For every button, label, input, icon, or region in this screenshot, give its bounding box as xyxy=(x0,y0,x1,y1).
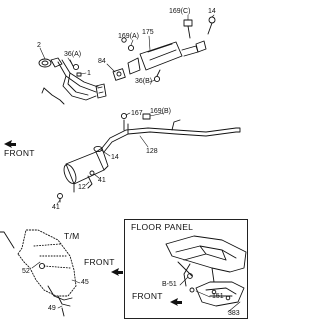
floor-panel-frame xyxy=(124,219,248,319)
front-label-3: FRONT xyxy=(132,291,163,301)
callout-151: 151 xyxy=(212,293,224,300)
hanger-167 xyxy=(120,112,128,120)
exhaust-system-diagram xyxy=(0,14,247,317)
callout-12: 12 xyxy=(78,184,86,191)
front-label-2: FRONT xyxy=(84,257,115,267)
callout-49: 49 xyxy=(48,305,56,312)
callout-2: 2 xyxy=(37,42,41,49)
callout-175: 175 xyxy=(142,29,154,36)
callout-167: 167 xyxy=(131,110,143,117)
callout-36a: 36(A) xyxy=(64,51,82,58)
floor-panel-label: FLOOR PANEL xyxy=(131,222,194,232)
nut-1 xyxy=(76,72,82,77)
callout-14-top: 14 xyxy=(208,8,216,15)
rubber-12 xyxy=(87,175,93,189)
callout-1: 1 xyxy=(87,70,91,77)
clamp-14-mid xyxy=(93,145,103,153)
front-exhaust-pipe xyxy=(38,57,107,105)
bolt-36a xyxy=(69,59,80,71)
front-arrow-2 xyxy=(111,268,123,276)
tail-pipe xyxy=(101,119,241,153)
callout-169a: 169(A) xyxy=(118,33,140,40)
catalytic-converter xyxy=(121,37,207,75)
leader-lines xyxy=(31,14,241,313)
nut-41-left xyxy=(57,193,63,203)
floor-panel-inset xyxy=(165,235,247,307)
callout-41-left: 41 xyxy=(52,204,60,211)
gasket-84 xyxy=(112,68,126,81)
callout-52: 52 xyxy=(22,268,30,275)
hanger-169c xyxy=(183,19,193,39)
callout-14-mid: 14 xyxy=(111,154,119,161)
callout-128: 128 xyxy=(146,148,158,155)
callout-36b: 36(B) xyxy=(135,78,153,85)
front-arrow-3 xyxy=(170,298,182,306)
callout-383: 383 xyxy=(228,310,240,317)
callout-41-right: 41 xyxy=(98,177,106,184)
callout-45: 45 xyxy=(81,279,89,286)
bolt-36b xyxy=(153,69,161,83)
hanger-169b xyxy=(142,113,151,120)
callout-169b: 169(B) xyxy=(150,108,172,115)
transmission-inset xyxy=(0,229,77,317)
muffler xyxy=(63,147,109,193)
front-label-1: FRONT xyxy=(4,148,35,158)
clamp-14-top xyxy=(207,16,216,35)
tm-label: T/M xyxy=(64,231,80,241)
callout-169c: 169(C) xyxy=(169,8,191,15)
callout-84: 84 xyxy=(98,58,106,65)
nut-41-right xyxy=(89,170,95,176)
callout-b51: B-51 xyxy=(162,281,177,288)
front-arrow-1 xyxy=(4,140,16,148)
